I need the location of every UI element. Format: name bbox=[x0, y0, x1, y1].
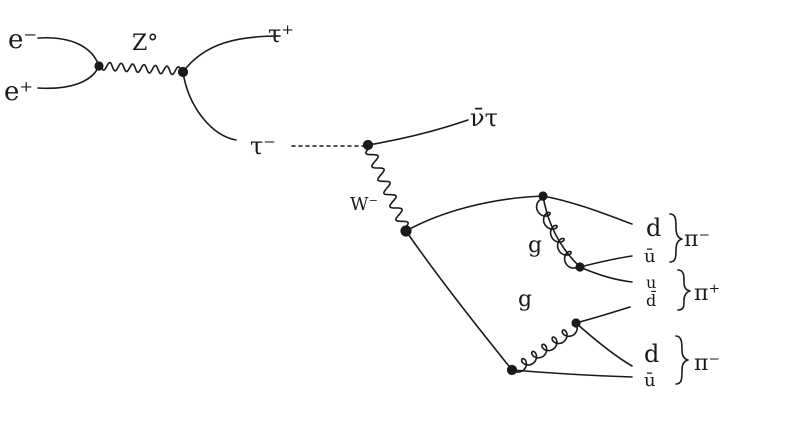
label-z0: Z° bbox=[132, 31, 158, 56]
quark-line-lower bbox=[405, 230, 513, 371]
label-quark-ubar2: ū bbox=[644, 370, 656, 391]
quark-dbar-line bbox=[575, 306, 631, 324]
label-quark-d2: d bbox=[644, 340, 659, 368]
label-gluon-1: g bbox=[528, 233, 542, 258]
electron-line bbox=[37, 36, 100, 67]
label-nu-tau-bar: ν̄τ bbox=[470, 104, 498, 132]
label-gluon-2: g bbox=[518, 287, 532, 312]
vertex-gluon-1-emit bbox=[538, 191, 548, 201]
label-tau-minus: τ⁻ bbox=[250, 132, 276, 160]
antineutrino-line bbox=[367, 119, 469, 146]
z-boson-propagator bbox=[100, 61, 182, 76]
positron-line bbox=[37, 65, 100, 90]
label-quark-dbar: d̄ bbox=[646, 289, 657, 310]
gluon-1-curl bbox=[535, 198, 579, 269]
label-pion-2: π⁺ bbox=[694, 281, 720, 306]
vertex-z-tautau bbox=[177, 66, 189, 78]
pion-3-brace bbox=[675, 335, 689, 385]
quark-d2-line bbox=[575, 322, 633, 367]
label-e-plus: e⁺ bbox=[4, 77, 33, 107]
label-quark-ubar1: ū bbox=[644, 246, 656, 267]
tau-plus-line bbox=[182, 35, 281, 73]
vertex-gluon-2-split bbox=[571, 318, 581, 328]
gluon-2-curl bbox=[510, 322, 578, 373]
pion-1-brace bbox=[669, 213, 683, 263]
vertex-tau-w bbox=[362, 139, 374, 151]
label-pion-1: π⁻ bbox=[684, 227, 710, 252]
vertex-w-quarks bbox=[400, 225, 412, 237]
label-e-minus: e⁻ bbox=[8, 25, 37, 55]
label-quark-u: u bbox=[646, 273, 656, 292]
w-boson-propagator bbox=[365, 147, 409, 229]
vertex-gluon-1-split bbox=[575, 262, 585, 272]
label-pion-3: π⁻ bbox=[694, 351, 720, 376]
vertex-gluon-2-emit bbox=[506, 364, 518, 376]
quark-ubar1-line bbox=[542, 195, 581, 268]
vertex-ee-z bbox=[94, 61, 104, 71]
quark-line-upper bbox=[405, 195, 544, 232]
quark-u-line bbox=[579, 266, 633, 283]
pion-2-brace bbox=[677, 269, 691, 311]
label-tau-plus: τ⁺ bbox=[268, 20, 294, 48]
quark-d1-line bbox=[542, 195, 633, 225]
label-quark-d1: d bbox=[646, 214, 661, 242]
quark-ubar1-end bbox=[579, 255, 633, 268]
quark-ubar2-line bbox=[511, 369, 633, 378]
label-w-minus: W⁻ bbox=[350, 194, 378, 215]
tau-minus-line bbox=[182, 71, 237, 141]
